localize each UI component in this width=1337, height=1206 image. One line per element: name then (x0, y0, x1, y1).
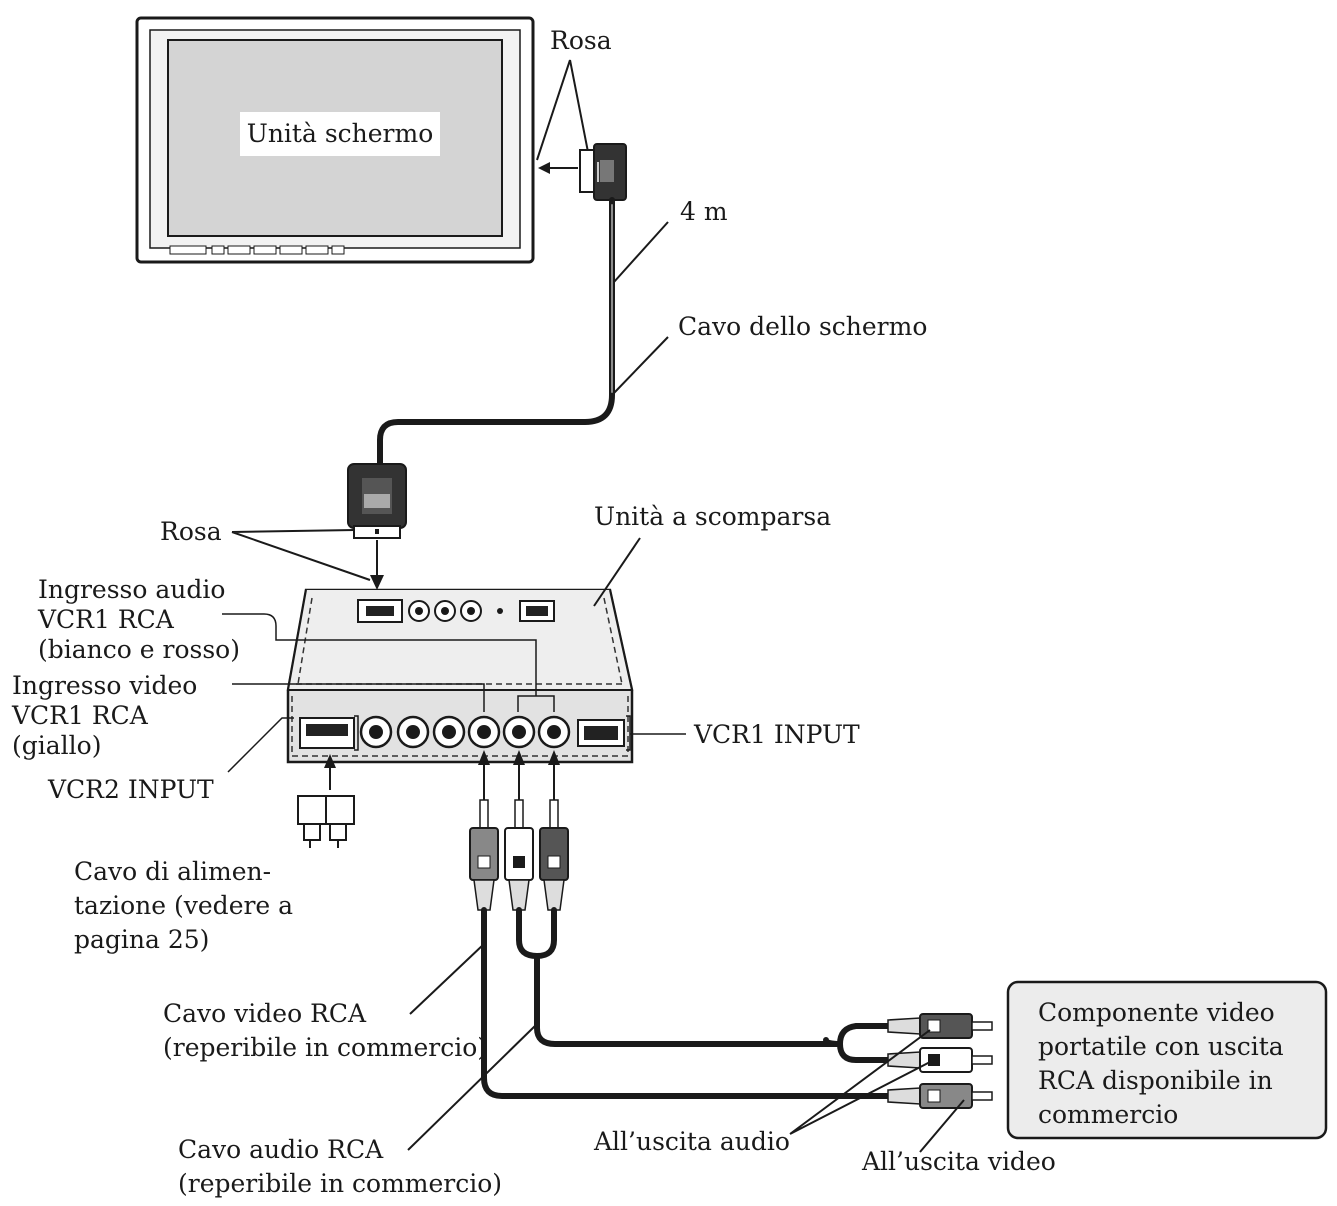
audio-input-label-3: (bianco e rosso) (38, 635, 240, 664)
audio-out-pointer (789, 1029, 931, 1135)
hideaway-unit (286, 588, 634, 764)
hideaway-unit-label: Unità a scomparsa (594, 502, 831, 531)
display-cable-connector-top (579, 143, 627, 201)
power-cable-label-2: tazione (vedere a (74, 891, 293, 920)
display-cable-connector-bottom (347, 463, 407, 539)
rca-insert-arrows (478, 750, 560, 800)
audio-input-label-1: Ingresso audio (38, 575, 225, 604)
video-cable-pointer (409, 943, 485, 1015)
hideaway-pointer (593, 537, 641, 607)
display-unit-label: Unità schermo (247, 119, 434, 148)
rca-plug-video (469, 799, 499, 911)
pink-top-label: Rosa (550, 26, 612, 55)
audio-input-pointer (222, 613, 537, 690)
display-button-strip (169, 245, 345, 255)
audio-out-label: All’uscita audio (593, 1127, 790, 1156)
vcr2-pointer (227, 717, 294, 773)
video-input-label-2: VCR1 RCA (11, 701, 149, 730)
rca-audio-cable (516, 907, 893, 1063)
length-label: 4 m (680, 197, 728, 226)
power-cable-label-3: pagina 25) (74, 925, 209, 954)
component-label-3: RCA disponibile in (1038, 1066, 1273, 1095)
rca-plug-out-white (887, 1047, 993, 1073)
component-label-4: commercio (1038, 1100, 1178, 1129)
rca-plug-audio-white (504, 799, 534, 911)
power-cable-label-1: Cavo di alimen- (74, 857, 271, 886)
component-label-1: Componente video (1038, 998, 1275, 1027)
video-input-label-3: (giallo) (12, 731, 101, 760)
audio-cable-label-2: (reperibile in commercio) (178, 1169, 502, 1198)
power-cable-plug (297, 754, 355, 848)
vcr1-input-label: VCR1 INPUT (693, 720, 860, 749)
pink-top-pointer (536, 59, 589, 161)
pink-mid-pointer (231, 529, 371, 581)
video-cable-label-1: Cavo video RCA (163, 999, 367, 1028)
rca-video-cable (481, 907, 903, 1099)
display-unit (135, 16, 535, 264)
rca-plug-audio-red (539, 799, 569, 911)
display-cable (377, 197, 615, 471)
rca-plug-out-video (887, 1083, 993, 1109)
rca-plug-out-red (887, 1013, 993, 1039)
audio-cable-label-1: Cavo audio RCA (178, 1135, 384, 1164)
portable-component-box (1006, 980, 1328, 1140)
audio-input-label-2: VCR1 RCA (37, 605, 175, 634)
display-cable-pointer (613, 336, 669, 394)
audio-cable-pointer (407, 1023, 538, 1151)
video-cable-label-2: (reperibile in commercio) (163, 1033, 487, 1062)
video-input-label-1: Ingresso video (12, 671, 197, 700)
video-out-pointer (919, 1099, 965, 1153)
component-label-2: portatile con uscita (1038, 1032, 1284, 1061)
video-out-label: All’uscita video (861, 1147, 1056, 1176)
display-input-arrow (538, 162, 578, 174)
video-input-pointer (232, 683, 485, 712)
length-pointer (613, 221, 669, 283)
pink-mid-label: Rosa (160, 517, 222, 546)
hideaway-input-arrow (370, 540, 384, 590)
display-cable-label: Cavo dello schermo (678, 312, 927, 341)
vcr2-input-label: VCR2 INPUT (47, 775, 214, 804)
